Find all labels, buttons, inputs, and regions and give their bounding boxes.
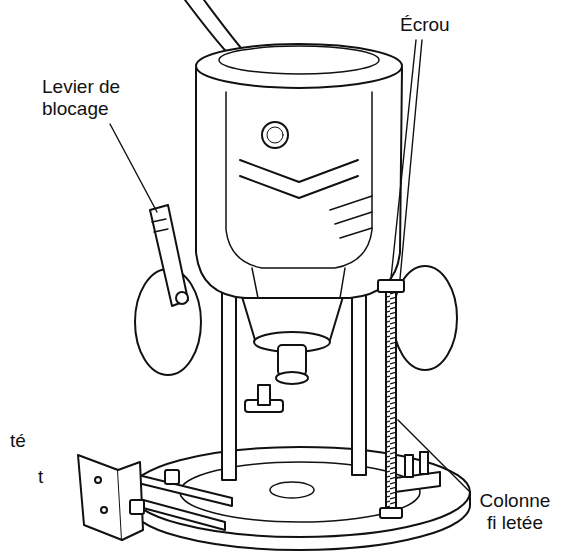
collet	[240, 290, 345, 412]
motor-housing	[196, 44, 402, 298]
nut	[378, 280, 404, 292]
part-label: Écrou	[400, 14, 470, 36]
nut	[380, 508, 402, 518]
part-label: Levier de blocage	[42, 76, 152, 120]
depth-gauge	[262, 122, 288, 148]
part-label: t	[38, 466, 68, 488]
depth-gauge	[267, 127, 283, 143]
part-label: Colonne fi letée	[473, 490, 557, 534]
edge-guide	[78, 455, 232, 540]
lock-lever	[150, 205, 188, 306]
stopper-block	[395, 472, 440, 492]
leader-line	[110, 40, 470, 492]
guide-column	[222, 290, 366, 480]
threaded-column	[378, 280, 404, 518]
power-cord	[204, 0, 246, 54]
stopper-screw	[405, 455, 413, 477]
part-label: té	[10, 430, 50, 452]
base-plate	[130, 447, 470, 550]
stopper-screw	[420, 452, 428, 474]
